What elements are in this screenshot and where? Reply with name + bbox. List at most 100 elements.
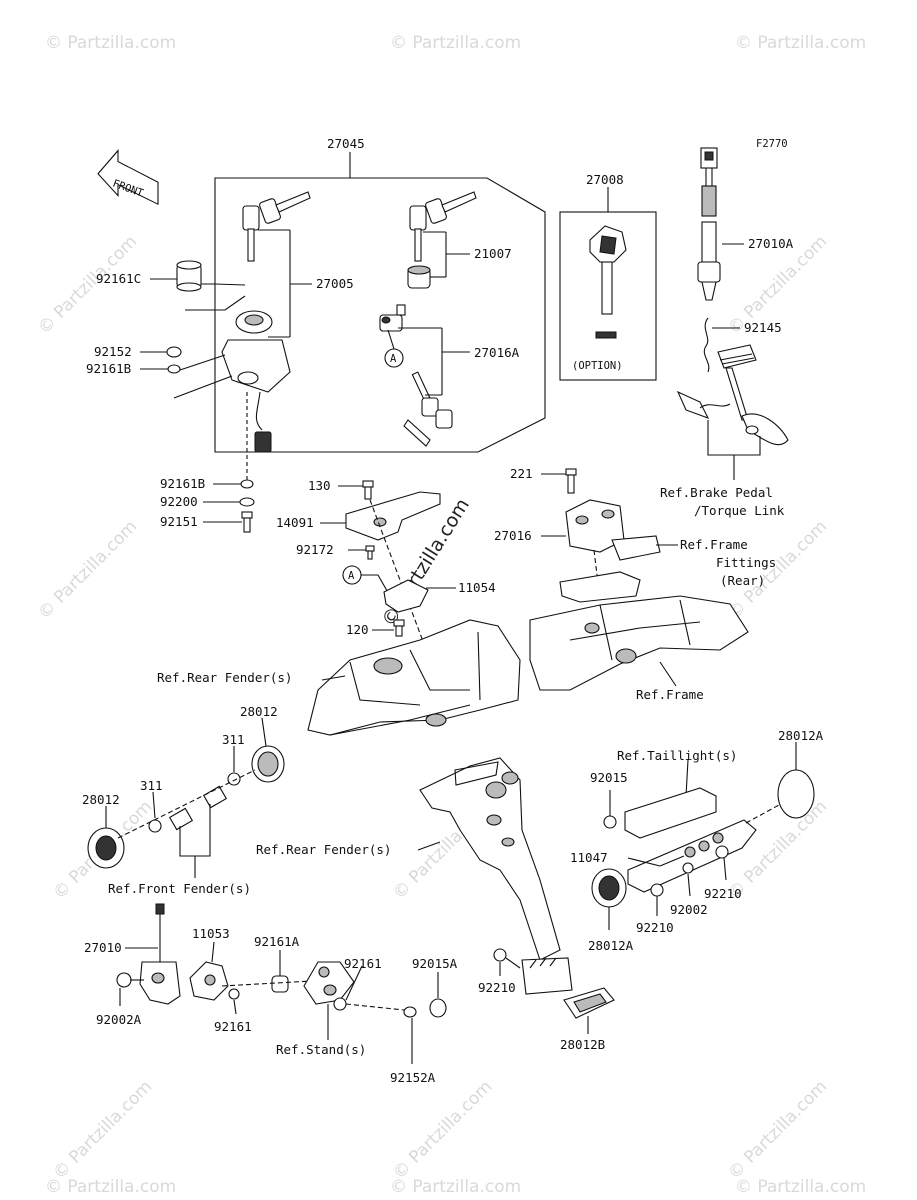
- bolt-icon: [393, 619, 405, 637]
- callout-92152: 92152: [94, 344, 132, 359]
- callout-28012A-bottom: 28012A: [588, 938, 634, 953]
- ref-frame-fittings-line1: Ref.Frame: [680, 537, 748, 552]
- watermark-text: © Partzilla.com: [389, 1077, 496, 1184]
- callout-92002: 92002: [670, 902, 708, 917]
- circle-a-label: A: [390, 353, 397, 365]
- taillight-bracket-icon: [624, 787, 757, 893]
- lock-cylinder-icon: [379, 304, 406, 332]
- callout-92210-c: 92210: [478, 980, 516, 995]
- callout-92015A: 92015A: [412, 956, 458, 971]
- watermark-text: © Partzilla.com: [390, 33, 521, 53]
- callout-92172: 92172: [296, 542, 334, 557]
- callout-92161A: 92161A: [254, 934, 300, 949]
- callout-27016: 27016: [494, 528, 532, 543]
- key-set-bracket: [214, 177, 546, 453]
- spacer-icon: [202, 785, 228, 809]
- watermark-text: © Partzilla.com: [390, 1177, 521, 1197]
- callout-27010: 27010: [84, 940, 122, 955]
- bolt-head-icon: [166, 346, 182, 358]
- nut-icon: [650, 883, 664, 897]
- screw-icon: [362, 480, 374, 500]
- callout-92152A: 92152A: [390, 1070, 436, 1085]
- washer-icon: [239, 497, 255, 507]
- callout-11053: 11053: [192, 926, 230, 941]
- bolt-icon: [682, 862, 694, 874]
- watermark-text: © Partzilla.com: [49, 1077, 156, 1184]
- optional-key-icon: [589, 225, 627, 339]
- ref-rear-fender-mid: Ref.Rear Fender(s): [256, 842, 391, 857]
- callout-92151: 92151: [160, 514, 198, 529]
- nut-icon: [603, 815, 617, 829]
- ignition-switch-icon: [221, 310, 291, 453]
- callout-120: 120: [346, 622, 369, 637]
- grommet-icon: [271, 975, 289, 993]
- ref-rear-fender-top: Ref.Rear Fender(s): [157, 670, 292, 685]
- callout-11047: 11047: [570, 850, 608, 865]
- callout-27016A: 27016A: [474, 345, 520, 360]
- grommet-icon: [228, 988, 240, 1000]
- ref-front-fender: Ref.Front Fender(s): [108, 881, 251, 896]
- callout-311-left: 311: [140, 778, 163, 793]
- ref-brake-pedal-line1: Ref.Brake Pedal: [660, 485, 773, 500]
- callout-311-top: 311: [222, 732, 245, 747]
- grommet-icon: [429, 998, 447, 1018]
- callout-11054: 11054: [458, 580, 496, 595]
- nut-icon: [493, 948, 507, 962]
- ref-frame-fittings-line3: (Rear): [720, 573, 765, 588]
- nut-icon: [227, 772, 241, 786]
- key-pair-icon: [242, 191, 311, 262]
- rear-fender-icon: [307, 619, 521, 736]
- callout-92161-b: 92161: [214, 1019, 252, 1034]
- callout-28012-top: 28012: [240, 704, 278, 719]
- callout-14091: 14091: [276, 515, 314, 530]
- rear-reflector-icon: [563, 987, 615, 1019]
- key-pair-icon: [409, 191, 477, 262]
- reflector-icon: [251, 745, 285, 783]
- reflector-icon: [591, 868, 627, 908]
- ref-brake-pedal-line2: /Torque Link: [694, 503, 785, 518]
- frame-fittings-icon: [559, 535, 661, 603]
- callout-92210-a: 92210: [704, 886, 742, 901]
- ref-frame-fittings-line2: Fittings: [716, 555, 776, 570]
- stand-bracket-icon: [189, 961, 229, 1001]
- side-stand-switch-icon: [139, 903, 181, 1005]
- grommet-icon: [333, 997, 347, 1011]
- nut-icon: [715, 845, 729, 859]
- callout-92161-a: 92161: [344, 956, 382, 971]
- callout-92161B-top: 92161B: [86, 361, 131, 376]
- callout-130: 130: [308, 478, 331, 493]
- spring-icon: [703, 317, 710, 373]
- front-arrow-icon: FRONT: [97, 149, 159, 206]
- callout-92145: 92145: [744, 320, 782, 335]
- spacer-icon: [168, 807, 194, 831]
- callout-92200: 92200: [160, 494, 198, 509]
- callout-92161B-bottom: 92161B: [160, 476, 205, 491]
- reflector-icon: [777, 769, 815, 819]
- mounting-bracket-icon: [345, 491, 441, 541]
- license-plate-bracket-icon: [419, 757, 573, 995]
- callout-92002A: 92002A: [96, 1012, 142, 1027]
- callout-21007: 21007: [474, 246, 512, 261]
- brake-switch-icon: [697, 147, 721, 301]
- callout-28012-left: 28012: [82, 792, 120, 807]
- callout-28012B: 28012B: [560, 1037, 605, 1052]
- lock-cylinder-icon: [407, 265, 431, 289]
- watermark-text: © Partzilla.com: [735, 1177, 866, 1197]
- bolt-icon: [116, 972, 144, 988]
- screw-icon: [565, 468, 577, 494]
- grommet-icon: [167, 364, 181, 374]
- callout-221: 221: [510, 466, 533, 481]
- watermark-text: © Partzilla.com: [724, 1077, 831, 1184]
- frame-icon: [529, 595, 749, 691]
- watermark-text: © Partzilla.com: [45, 33, 176, 53]
- ref-stand: Ref.Stand(s): [276, 1042, 366, 1057]
- callout-27010A: 27010A: [748, 236, 794, 251]
- reflector-icon: [87, 827, 125, 869]
- callout-92015: 92015: [590, 770, 628, 785]
- grommet-icon: [240, 479, 254, 489]
- watermark-text: © Partzilla.com: [34, 517, 141, 624]
- rubber-cap-icon: [176, 260, 202, 292]
- lock-assembly-icon: [383, 579, 429, 613]
- callout-27045: 27045: [327, 136, 365, 151]
